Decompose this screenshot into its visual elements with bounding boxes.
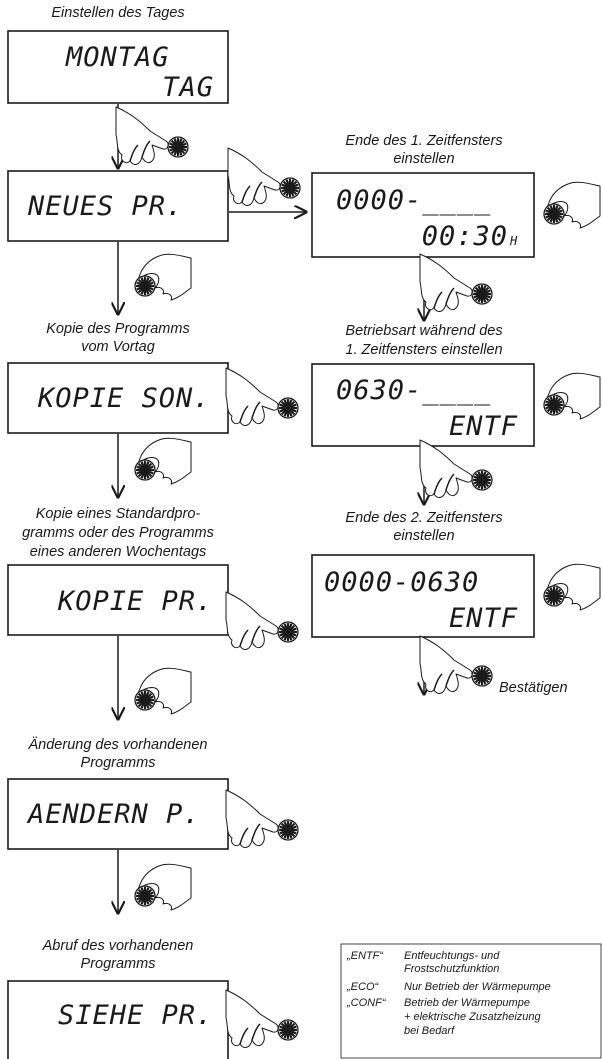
legend-box: „ENTF“ Entfeuchtungs- und Frostschutzfun… [340, 943, 602, 1059]
display-end1: 0000-____ 00:30 H [311, 172, 535, 258]
display-mode1: 0630-____ ENTF [311, 363, 535, 447]
caption-end1-2: einstellen [393, 151, 454, 167]
caption-end1-1: Ende des 1. Zeitfensters [345, 133, 502, 149]
display-aendern: AENDERN P. [7, 778, 229, 850]
hand-press-icon [226, 790, 298, 847]
caption-day: Einstellen des Tages [51, 5, 184, 21]
caption-end2-1: Ende des 2. Zeitfensters [345, 510, 502, 526]
hand-press-icon [116, 107, 188, 164]
hand-press-icon [228, 148, 300, 205]
caption-change-1: Änderung des vorhandenen [28, 736, 208, 753]
legend-desc-eco-1: Nur Betrieb der Wärmepumpe [404, 981, 551, 993]
display-end2: 0000-0630 ENTF [311, 554, 535, 638]
caption-mode1-1: Betriebsart während des [345, 323, 502, 339]
caption-copy-std-2: gramms oder des Programms [22, 525, 214, 541]
display-aendern-line1: AENDERN P. [26, 799, 201, 830]
caption-view-1: Abruf des vorhandenen [42, 938, 194, 954]
display-siehe-line1: SIEHE PR. [58, 1000, 213, 1031]
legend-desc-entf-2: Frostschutzfunktion [404, 963, 499, 975]
hand-rotate-icon [135, 668, 191, 714]
display-kopie-son: KOPIE SON. [7, 362, 229, 434]
hand-rotate-icon [544, 564, 600, 610]
display-montag-line1: MONTAG [65, 42, 170, 73]
display-kopie-pr: KOPIE PR. [7, 564, 229, 636]
caption-end2-2: einstellen [393, 528, 454, 544]
hand-press-icon [420, 440, 492, 497]
legend-key-eco: „ECO“ [346, 981, 380, 993]
hand-rotate-icon [544, 182, 600, 228]
hand-press-icon [420, 254, 492, 311]
caption-copy-std-3: eines anderen Wochentags [30, 544, 207, 560]
display-siehe: SIEHE PR. [7, 980, 229, 1059]
hand-rotate-icon [135, 438, 191, 484]
hand-rotate-icon [135, 864, 191, 910]
legend-key-conf: „CONF“ [346, 997, 387, 1009]
display-montag: MONTAG TAG [7, 30, 229, 104]
legend-desc-conf-2: + elektrische Zusatzheizung [404, 1011, 542, 1023]
hand-press-icon [420, 636, 492, 693]
caption-view-2: Programms [81, 956, 156, 972]
display-mode1-line1: 0630-____ [336, 375, 491, 406]
caption-copy-std-1: Kopie eines Standardpro- [36, 506, 201, 522]
display-end1-line2: 00:30 [422, 221, 508, 252]
display-end2-line1: 0000-0630 [324, 567, 479, 598]
hand-press-icon [226, 368, 298, 425]
display-neues-line1: NEUES PR. [27, 191, 183, 222]
caption-confirm: Bestätigen [499, 680, 568, 696]
display-end2-line2: ENTF [449, 603, 518, 634]
hand-rotate-icon [544, 373, 600, 419]
display-neues: NEUES PR. [7, 170, 229, 242]
hand-rotate-icon [135, 254, 191, 300]
display-montag-line2: TAG [162, 72, 214, 103]
legend-desc-conf-1: Betrieb der Wärmepumpe [404, 997, 530, 1009]
legend-key-entf: „ENTF“ [346, 950, 384, 962]
caption-copy-prev-2: vom Vortag [81, 339, 155, 355]
hand-press-icon [226, 592, 298, 649]
display-mode1-line2: ENTF [449, 411, 518, 442]
legend-desc-entf-1: Entfeuchtungs- und [404, 950, 500, 962]
display-end1-unit: H [509, 234, 518, 248]
display-end1-line1: 0000-____ [336, 185, 491, 216]
display-kopie-pr-line1: KOPIE PR. [57, 586, 213, 617]
hand-press-icon [226, 990, 298, 1047]
caption-mode1-2: 1. Zeitfensters einstellen [345, 342, 502, 358]
caption-copy-prev-1: Kopie des Programms [46, 321, 189, 337]
display-kopie-son-line1: KOPIE SON. [37, 383, 211, 414]
legend-desc-conf-3: bei Bedarf [404, 1025, 455, 1037]
caption-change-2: Programms [81, 755, 156, 771]
